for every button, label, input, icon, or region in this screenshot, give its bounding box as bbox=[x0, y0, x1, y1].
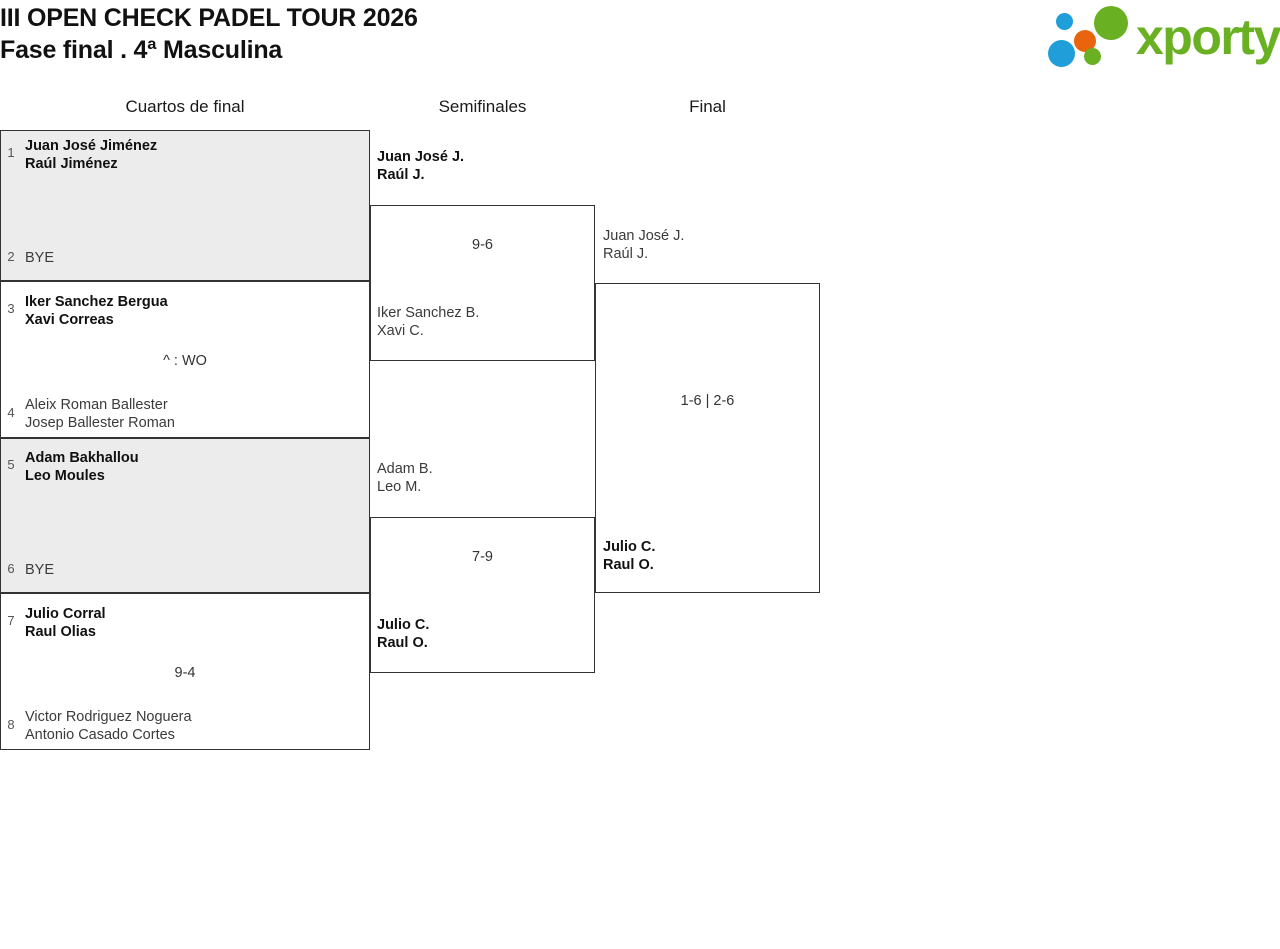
match-box[interactable] bbox=[595, 283, 820, 593]
match-score: ^ : WO bbox=[163, 353, 207, 369]
seed-number: 6 bbox=[7, 561, 15, 576]
match-box[interactable] bbox=[370, 517, 595, 673]
logo-dot-blue-small bbox=[1056, 13, 1073, 30]
logo-dot-blue-large bbox=[1048, 40, 1075, 67]
match-score: 9-6 bbox=[472, 237, 493, 253]
phase-subtitle: Fase final . 4ª Masculina bbox=[0, 36, 283, 64]
player-pair: Adam Bakhallou Leo Moules bbox=[25, 450, 139, 484]
page-title: III OPEN CHECK PADEL TOUR 2026 Fase fina… bbox=[0, 2, 900, 66]
match-box[interactable] bbox=[0, 593, 370, 750]
seed-number: 3 bbox=[7, 301, 15, 316]
player-pair: BYE bbox=[25, 250, 55, 266]
player-pair: Juan José J. Raúl J. bbox=[603, 228, 685, 262]
seed-number: 1 bbox=[7, 145, 15, 160]
match-box[interactable] bbox=[0, 438, 370, 593]
xporty-logo: xporty bbox=[1048, 4, 1280, 70]
match-score: 1-6 | 2-6 bbox=[680, 393, 735, 409]
seed-number: 7 bbox=[7, 613, 15, 628]
match-box[interactable] bbox=[0, 281, 370, 438]
player-pair: Julio C. Raul O. bbox=[377, 617, 430, 651]
seed-number: 2 bbox=[7, 249, 15, 264]
match-box[interactable] bbox=[0, 130, 370, 281]
seed-number: 5 bbox=[7, 457, 15, 472]
match-box[interactable] bbox=[370, 205, 595, 361]
round-header-final: Final bbox=[689, 97, 726, 116]
logo-dot-green-small bbox=[1084, 48, 1101, 65]
player-pair: Iker Sanchez B. Xavi C. bbox=[377, 305, 480, 339]
seed-number: 4 bbox=[7, 405, 15, 420]
tournament-title: III OPEN CHECK PADEL TOUR 2026 bbox=[0, 4, 418, 32]
round-header-quarterfinals: Cuartos de final bbox=[125, 97, 245, 116]
player-pair: Adam B. Leo M. bbox=[377, 461, 433, 495]
player-pair: Juan José J. Raúl J. bbox=[377, 149, 465, 183]
logo-dot-green-large bbox=[1094, 6, 1128, 40]
player-pair: BYE bbox=[25, 562, 55, 578]
match-score: 7-9 bbox=[472, 549, 493, 565]
logo-wordmark: xporty bbox=[1136, 9, 1280, 65]
seed-number: 8 bbox=[7, 717, 15, 732]
player-pair: Victor Rodriguez Noguera Antonio Casado … bbox=[25, 709, 192, 743]
player-pair: Julio Corral Raul Olias bbox=[25, 606, 106, 640]
player-pair: Iker Sanchez Bergua Xavi Correas bbox=[25, 294, 168, 328]
player-pair: Julio C. Raul O. bbox=[603, 539, 656, 573]
round-header-semifinals: Semifinales bbox=[438, 97, 527, 116]
logo-dot-orange bbox=[1074, 30, 1096, 52]
player-pair: Aleix Roman Ballester Josep Ballester Ro… bbox=[25, 397, 175, 431]
match-score: 9-4 bbox=[174, 665, 196, 681]
player-pair: Juan José Jiménez Raúl Jiménez bbox=[25, 138, 158, 172]
